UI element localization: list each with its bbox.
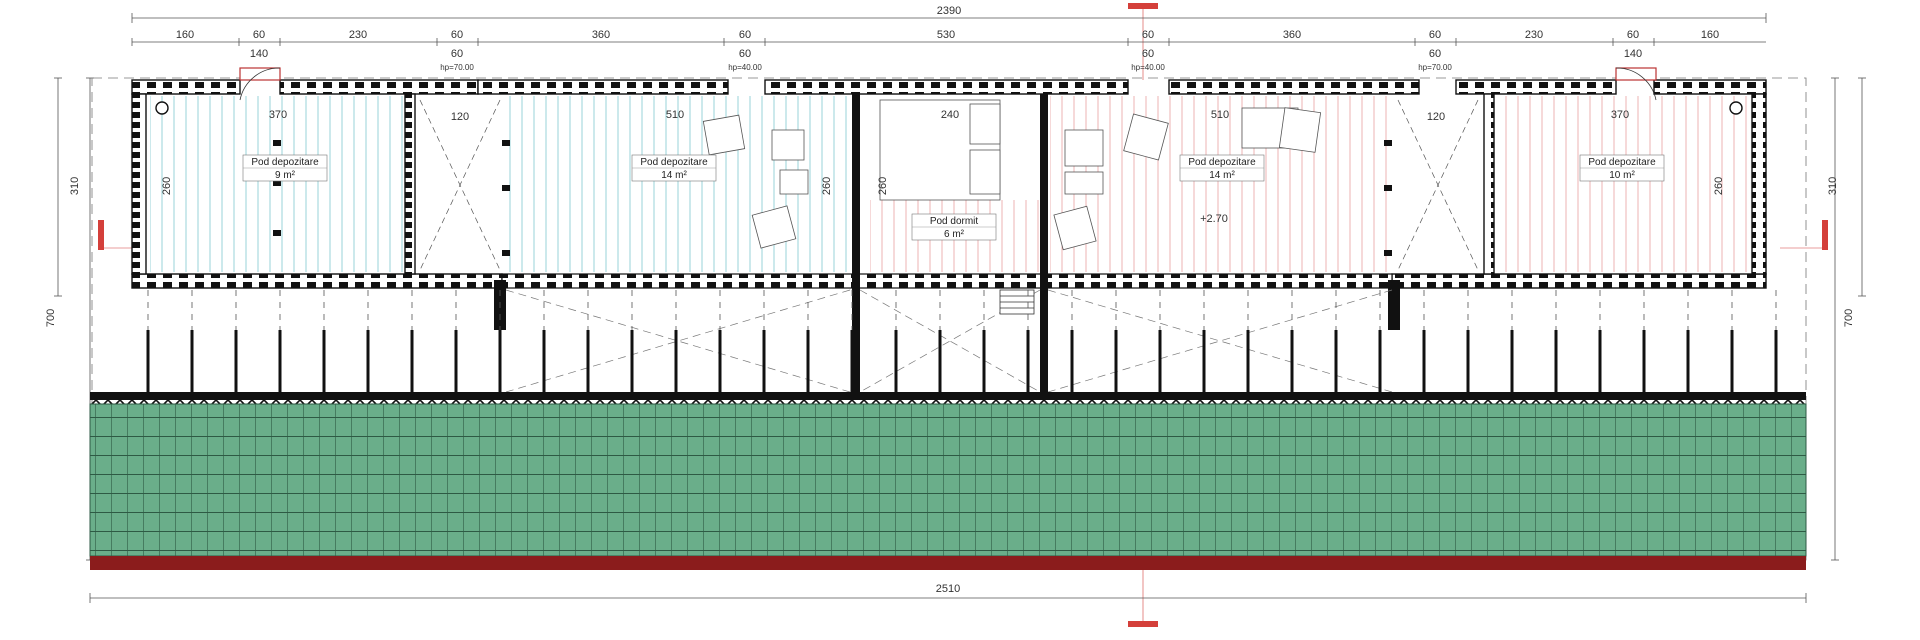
hp-label-4: hp=70.00	[1418, 63, 1452, 72]
rafter-dashes	[147, 290, 1777, 330]
dim-seg-7: 530	[937, 29, 955, 41]
top-dimension-total	[131, 13, 1767, 23]
dim-left-upper: 310	[69, 177, 81, 195]
walls	[131, 79, 1767, 289]
dim-opening-1: 140	[250, 48, 268, 60]
room-fill-5	[1492, 96, 1750, 272]
room-name-4: Pod depozitare	[1188, 157, 1256, 168]
dim-opening-6: 140	[1624, 48, 1642, 60]
dim-seg-1: 160	[176, 29, 194, 41]
dim-total-bottom: 2510	[936, 583, 960, 595]
hp-label-2: hp=40.00	[728, 63, 762, 72]
dormer-window-left	[239, 67, 281, 101]
roof-tiles	[89, 403, 1807, 557]
dim-opening-3: 60	[739, 48, 751, 60]
room-height-3: 260	[877, 177, 889, 195]
section-marker-right	[1822, 220, 1828, 250]
dim-seg-6: 60	[739, 29, 751, 41]
dim-opening-2: 60	[451, 48, 463, 60]
section-marker-bottom	[1128, 621, 1158, 627]
roof-structure-lines	[505, 289, 1393, 393]
partition-right	[1388, 280, 1400, 330]
room-name-1: Pod depozitare	[251, 157, 319, 168]
room-width-4: 510	[1211, 109, 1229, 121]
room-area-2: 14 m²	[661, 170, 687, 181]
room-fill-4	[1050, 96, 1390, 272]
room-area-3: 6 m²	[944, 229, 965, 240]
hp-label-3: hp=40.00	[1131, 63, 1165, 72]
bottom-dimension	[89, 593, 1807, 603]
dim-right-lower: 700	[1843, 309, 1855, 327]
room-height-5: 260	[1713, 177, 1725, 195]
room-area-5: 10 m²	[1609, 170, 1635, 181]
room-width-5: 370	[1611, 109, 1629, 121]
stair-void-left	[419, 99, 501, 271]
roof-outline	[91, 77, 1807, 561]
room-label-1: Pod depozitare 9 m²	[242, 154, 328, 182]
dim-seg-4: 60	[451, 29, 463, 41]
dim-opening-4: 60	[1142, 48, 1154, 60]
roof-gutter	[90, 556, 1806, 570]
room-height-1: 260	[161, 177, 173, 195]
stair-width-right: 120	[1427, 111, 1445, 123]
wall-bottom-mid	[501, 273, 1393, 289]
room-name-2: Pod depozitare	[640, 157, 708, 168]
side-dimension-right	[1831, 77, 1866, 561]
dim-seg-13: 160	[1701, 29, 1719, 41]
hp-label-1: hp=70.00	[440, 63, 474, 72]
top-dimension-chain	[131, 38, 1766, 46]
room-label-5: Pod depozitare 10 m²	[1579, 154, 1665, 182]
stair-width-left: 120	[451, 111, 469, 123]
section-marker-left	[98, 220, 104, 250]
roof-eave-line	[90, 392, 1806, 400]
room-width-3: 240	[941, 109, 959, 121]
room-area-4: 14 m²	[1209, 170, 1235, 181]
furniture	[702, 99, 1322, 251]
dim-seg-11: 230	[1525, 29, 1543, 41]
room-name-3: Pod dormit	[930, 216, 979, 227]
dim-opening-5: 60	[1429, 48, 1441, 60]
column-markers	[273, 140, 1392, 256]
room-label-2: Pod depozitare 14 m²	[631, 154, 717, 182]
side-dimension-left	[54, 77, 94, 561]
partition-center-2	[1040, 94, 1048, 394]
room-width-1: 370	[269, 109, 287, 121]
vent-circle-left	[155, 101, 169, 115]
vent-circle-right	[1729, 101, 1743, 115]
stair-void-right	[1397, 99, 1479, 271]
dim-seg-10: 60	[1429, 29, 1441, 41]
dim-total-top: 2390	[937, 5, 961, 17]
dim-seg-5: 360	[592, 29, 610, 41]
room-label-4: Pod depozitare 14 m²	[1179, 154, 1265, 182]
partition-center-1	[852, 94, 860, 394]
section-marker-top	[1128, 3, 1158, 9]
dim-seg-8: 60	[1142, 29, 1154, 41]
room-area-1: 9 m²	[275, 170, 296, 181]
rafters	[146, 330, 1778, 392]
dim-seg-9: 360	[1283, 29, 1301, 41]
small-stair	[999, 289, 1035, 315]
room-height-2: 260	[821, 177, 833, 195]
dim-seg-2: 60	[253, 29, 265, 41]
roof-eave-zigzag	[90, 398, 1806, 406]
room-width-2: 510	[666, 109, 684, 121]
room-name-5: Pod depozitare	[1588, 157, 1656, 168]
dim-seg-12: 60	[1627, 29, 1639, 41]
room-level-4: +2.70	[1200, 213, 1228, 225]
dormer-window-right	[1615, 67, 1657, 101]
dim-seg-3: 230	[349, 29, 367, 41]
dim-left-lower: 700	[45, 309, 57, 327]
room-label-3: Pod dormit 6 m²	[911, 213, 997, 241]
dim-right-upper: 310	[1827, 177, 1839, 195]
